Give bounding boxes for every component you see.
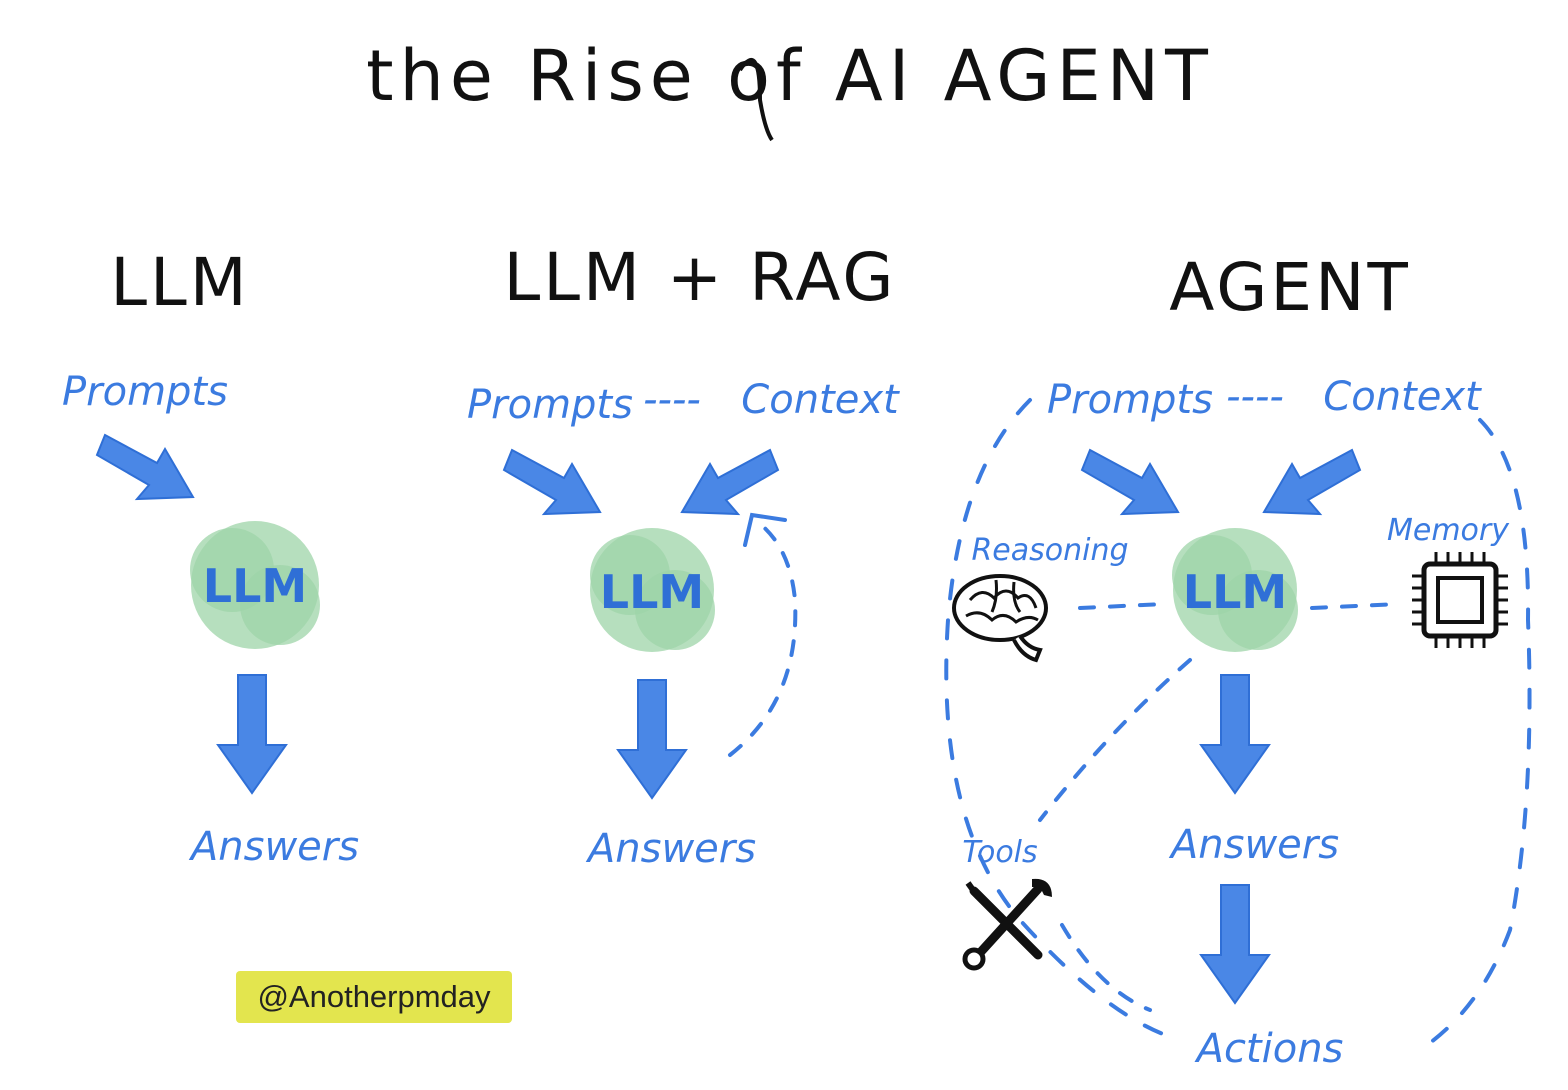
title-underline-stroke [738,58,774,142]
prompts-label: Prompts [1047,377,1213,423]
chip-icon [1412,552,1508,648]
heading-rag: LLM + RAG [503,239,896,316]
tools-label: Tools [962,835,1037,870]
tools-icon [962,878,1052,971]
prompts-label: Prompts [62,369,228,415]
answer-arrow [1200,674,1270,794]
action-arrow [1200,884,1270,1004]
prompt-arrow [96,434,194,500]
llm-label: LLM [203,559,307,613]
tools-to-actions-link [1060,923,1152,1012]
llm-blob [590,528,715,652]
heading-agent: AGENT [1169,249,1411,326]
credit-handle: @Anotherpmday [236,971,512,1023]
llm-blob [190,521,320,649]
column-llm: LLM Prompts LLM Answers [62,244,359,870]
context-arrow [1263,449,1361,515]
answers-label: Answers [585,826,756,872]
llm-label: LLM [600,565,704,619]
llm-label: LLM [1183,565,1287,619]
page-title: the Rise of AI AGENT [366,35,1214,117]
prompts-label: Prompts [467,382,633,428]
heading-llm: LLM [110,244,250,321]
answers-label: Answers [1168,822,1339,868]
llm-blob [1172,528,1298,652]
actions-label: Actions [1194,1026,1344,1072]
memory-label: Memory [1387,513,1510,548]
memory-link [1310,602,1402,610]
connector-dashes: ---- [643,377,701,423]
column-rag: LLM + RAG Prompts ---- Context LLM Answe… [467,239,900,872]
agent-boundary [944,398,1532,1052]
context-arrow [681,449,779,515]
context-label: Context [741,377,900,423]
prompt-arrow [1081,449,1179,515]
answer-arrow [217,674,287,794]
answer-arrow [617,679,687,799]
reasoning-label: Reasoning [971,533,1128,568]
connector-dashes: ---- [1226,374,1284,420]
reasoning-link [1078,602,1167,610]
brain-icon [952,574,1048,663]
column-agent: AGENT Prompts ---- Context LLM Reasoning… [944,249,1532,1072]
feedback-loop [728,518,798,757]
prompt-arrow [503,449,601,515]
feedback-loop-head [743,512,787,547]
tools-link [1038,658,1192,822]
context-label: Context [1323,374,1482,420]
answers-label: Answers [188,824,359,870]
